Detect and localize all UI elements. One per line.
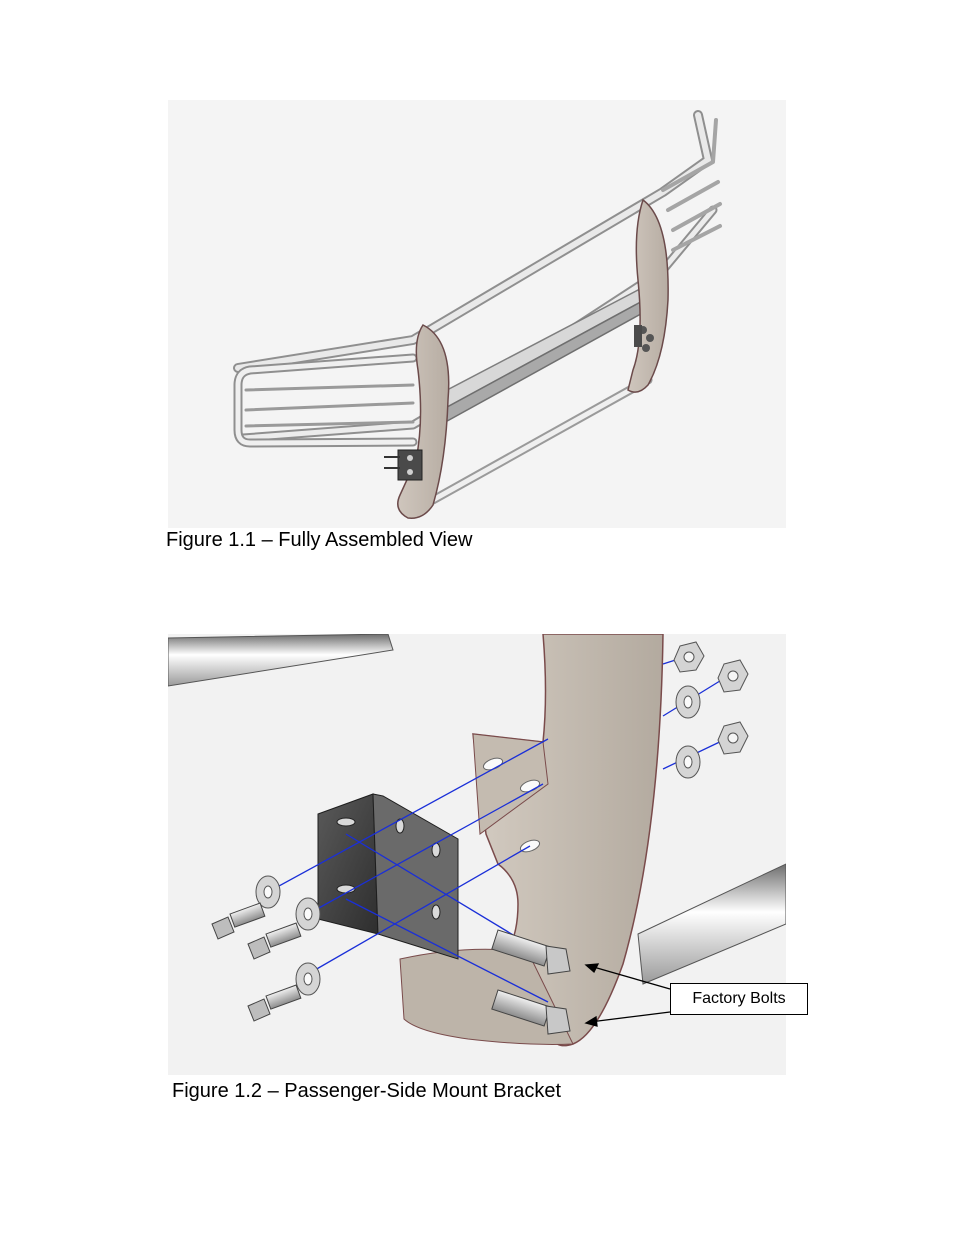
figure-1-1-caption: Figure 1.1 – Fully Assembled View — [166, 529, 473, 551]
figure-1-2-caption: Figure 1.2 – Passenger-Side Mount Bracke… — [172, 1080, 562, 1102]
mount-bracket-exploded-drawing — [168, 634, 786, 1047]
grille-guard-assembled-drawing — [233, 110, 722, 519]
factory-bolts-callout: Factory Bolts — [670, 983, 808, 1015]
figure-1-1-illustration — [168, 100, 786, 528]
